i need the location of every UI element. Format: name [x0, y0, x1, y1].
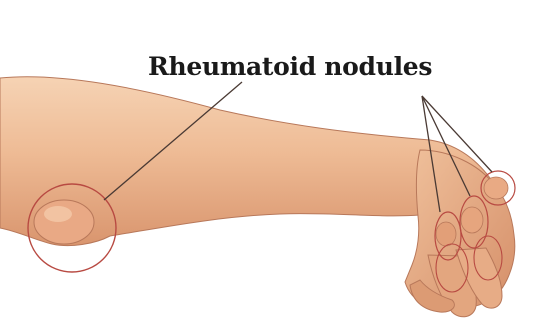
knuckle-nodule	[484, 177, 508, 199]
diagram-label: Rheumatoid nodules	[148, 52, 432, 81]
knuckle-nodule	[461, 207, 483, 233]
knuckle-nodule	[436, 222, 456, 246]
elbow-nodule	[34, 200, 94, 244]
